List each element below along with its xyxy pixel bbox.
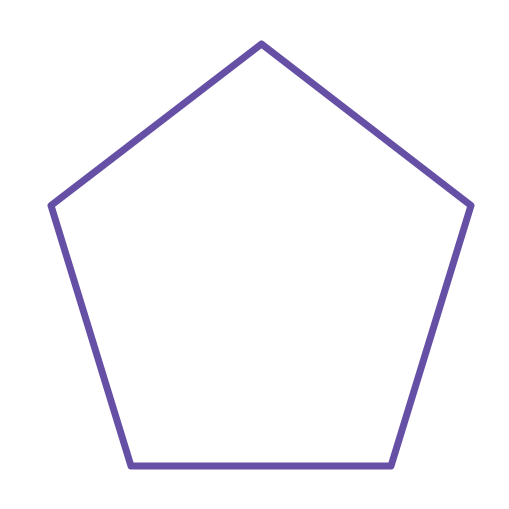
pentagon-shape: [47, 40, 475, 470]
